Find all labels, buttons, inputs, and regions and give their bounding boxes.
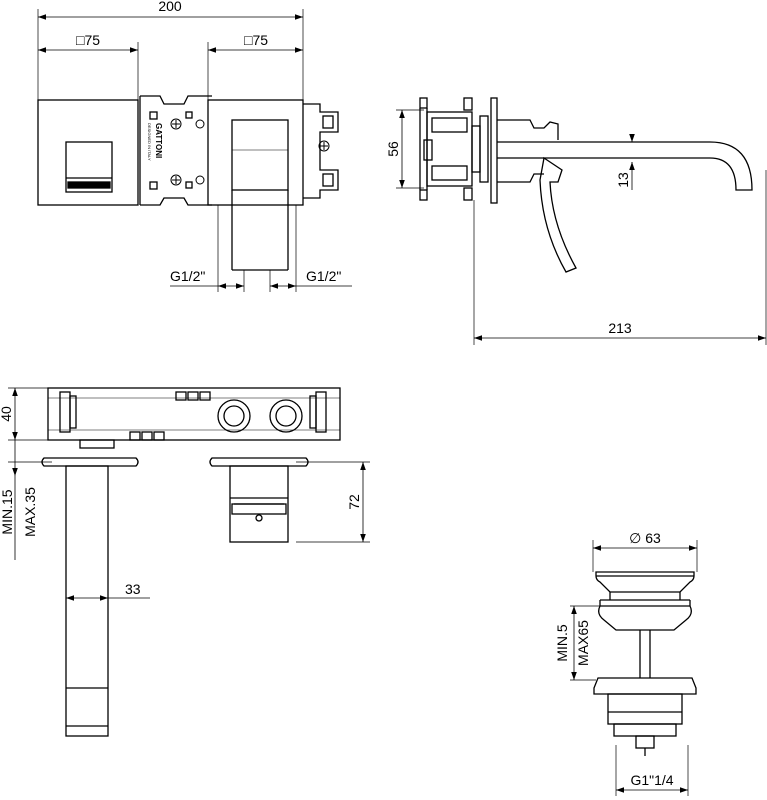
inlet-left	[217, 399, 251, 433]
dim-wall-min: MIN.15	[0, 489, 15, 534]
front-extension-lines	[37, 9, 304, 292]
screw-icons	[170, 118, 330, 186]
diverter-plate	[37, 99, 139, 206]
inlet-right	[269, 399, 303, 433]
waste-view	[570, 540, 698, 796]
dim-overall-width: 200	[158, 0, 182, 14]
waste-dimension-lines	[571, 545, 697, 793]
dim-thread-right: G1/2"	[306, 268, 341, 284]
side-lever	[539, 156, 577, 273]
gattoni-logo: GATTONI DESIGNED IN ITALY	[147, 123, 163, 161]
lever-handle	[231, 119, 289, 191]
dimension-labels: 200 □75 □75 G1/2" G1/2" 56 13 213 40 MIN…	[0, 0, 674, 788]
dim-body-depth: 40	[0, 406, 14, 422]
dim-right-square: □75	[244, 32, 268, 48]
top-spout	[65, 465, 109, 737]
dim-spout-projection: 213	[608, 320, 632, 336]
waste-body	[593, 677, 697, 695]
dim-waste-thread: G1"1/4	[630, 772, 673, 788]
top-spout-plate	[41, 457, 139, 467]
mounting-box	[139, 95, 339, 206]
dim-stroke-min: MIN.5	[554, 624, 570, 662]
top-body	[47, 387, 341, 441]
svg-text:DESIGNED IN ITALY: DESIGNED IN ITALY	[147, 123, 152, 161]
dim-thread-left: G1/2"	[170, 268, 205, 284]
dim-handle-depth: 72	[346, 494, 362, 510]
top-dimension-lines	[12, 388, 366, 601]
dim-stroke-max: MAX65	[575, 620, 591, 666]
top-handle-plate	[209, 457, 309, 467]
diverter-knob	[65, 141, 113, 193]
waste-extension-lines	[570, 540, 698, 796]
dim-left-square: □75	[76, 32, 100, 48]
side-view	[396, 97, 767, 345]
side-dimension-lines	[399, 110, 766, 341]
dim-spout-height: 13	[615, 172, 631, 188]
dim-cap-diameter: ∅ 63	[629, 530, 661, 546]
dim-wall-max: MAX.35	[22, 487, 38, 537]
top-view	[8, 387, 370, 737]
dim-spout-width: 33	[125, 581, 141, 597]
side-wall-plate	[490, 97, 498, 204]
waste-cap	[595, 571, 695, 593]
svg-text:GATTONI: GATTONI	[154, 123, 163, 158]
top-handle	[229, 465, 289, 543]
dim-box-height: 56	[385, 141, 401, 157]
spout-profile	[497, 141, 753, 191]
side-extension-lines	[396, 109, 767, 345]
spout-plate	[207, 99, 304, 206]
front-dimension-lines	[38, 14, 352, 289]
front-view	[37, 9, 352, 292]
